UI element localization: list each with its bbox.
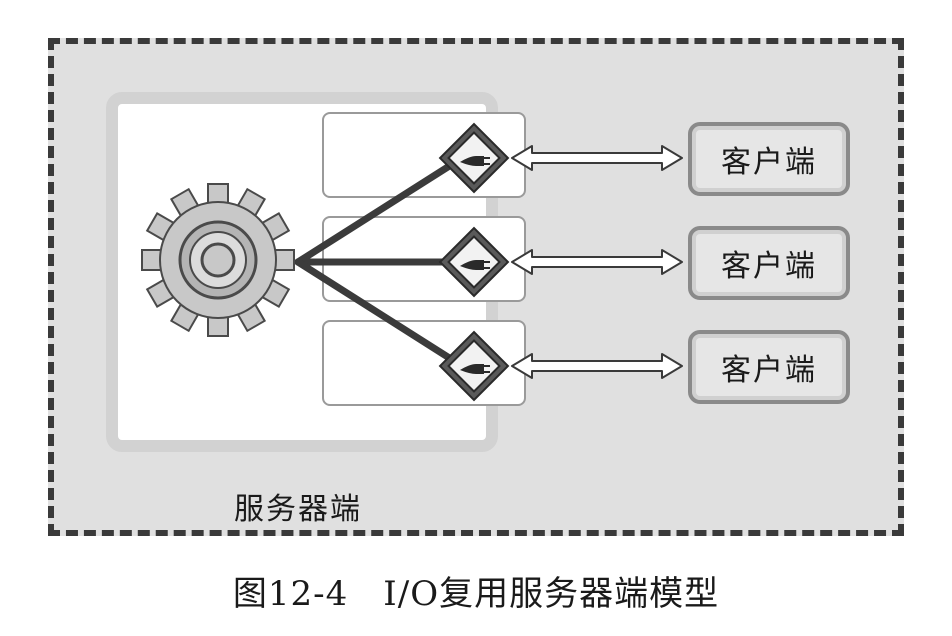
connection-line-3 <box>294 258 466 370</box>
double-arrow-icon <box>511 353 683 379</box>
server-label: 服务器端 <box>234 492 362 527</box>
gear-icon <box>141 183 295 337</box>
connection-line-1 <box>294 154 466 266</box>
client-box-1: 客户端 <box>688 122 850 196</box>
client-box-2: 客户端 <box>688 226 850 300</box>
figure-caption: 图12-4 I/O复用服务器端模型 <box>232 574 720 614</box>
plug-socket-icon <box>438 330 510 402</box>
plug-socket-icon <box>438 122 510 194</box>
diagram-graphics <box>141 122 683 402</box>
plug-socket-icon <box>438 226 510 298</box>
double-arrow-icon <box>511 145 683 171</box>
client-box-3: 客户端 <box>688 330 850 404</box>
diagram-outer-panel: 客户端 客户端 客户端 服务器端 <box>48 38 904 536</box>
double-arrow-icon <box>511 249 683 275</box>
